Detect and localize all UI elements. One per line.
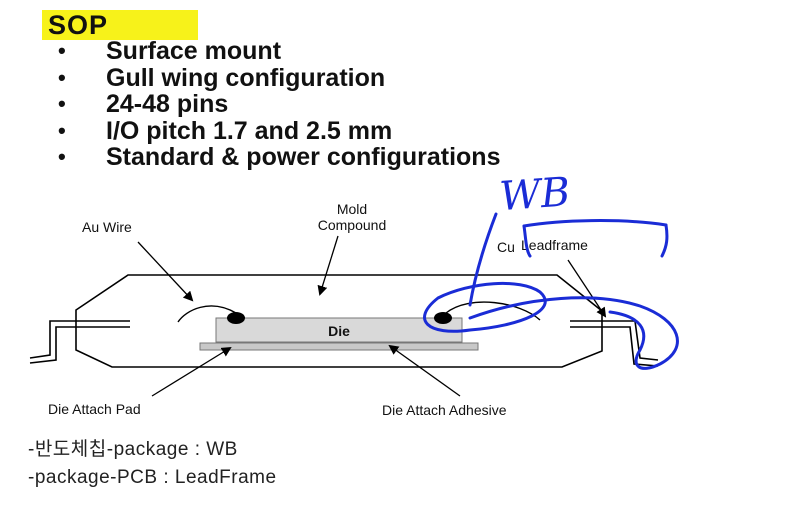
bullet-dot-icon: • xyxy=(58,117,66,143)
left-lead xyxy=(29,320,130,359)
mold-compound-body xyxy=(75,274,603,368)
bullet-list: •Surface mount •Gull wing configuration … xyxy=(50,38,500,171)
right-lead-inner xyxy=(570,326,659,367)
sop-package-diagram: Die Au Wire Mold Compound Cu Leadframe D… xyxy=(29,170,679,418)
handwritten-wb-label: WB xyxy=(498,170,572,220)
mold-label-line2: Compound xyxy=(318,217,387,233)
bullet-dot-icon: • xyxy=(58,144,66,169)
au-wire-left xyxy=(177,305,237,323)
bullet-dot-icon: • xyxy=(58,64,66,90)
bullet-item: •Gull wing configuration xyxy=(58,63,386,92)
bond-pad-right xyxy=(434,312,452,324)
au-wire-arrow xyxy=(137,241,194,302)
title-highlight xyxy=(42,10,198,40)
right-lead xyxy=(570,320,659,361)
leadframe-label: Leadframe xyxy=(521,237,588,253)
leadframe-arrow xyxy=(567,259,607,318)
cu-label: Cu xyxy=(497,239,515,255)
die-attach-pad-arrow xyxy=(151,346,232,397)
mold-arrow xyxy=(317,235,339,296)
die-attach-pad xyxy=(199,342,479,351)
bond-pad-left xyxy=(227,312,245,324)
die-attach-adhesive-label: Die Attach Adhesive xyxy=(382,402,507,418)
left-lead-inner xyxy=(29,326,130,364)
note-line-1: -반도체칩-package : WB xyxy=(28,439,238,460)
bullet-item: •Surface mount xyxy=(58,37,282,65)
bullet-item: •I/O pitch 1.7 and 2.5 mm xyxy=(58,116,393,145)
die-attach-pad-label: Die Attach Pad xyxy=(48,401,141,417)
slide-title: SOP xyxy=(48,10,109,40)
die-label: Die xyxy=(328,323,350,339)
bullet-item: •Standard & power configurations xyxy=(58,143,501,171)
bullet-dot-icon: • xyxy=(58,38,66,63)
slide-title-wrap: SOP xyxy=(42,6,198,44)
handwritten-annotations: WB xyxy=(423,170,679,370)
bullet-dot-icon: • xyxy=(58,91,66,116)
die-attach-adhesive-arrow xyxy=(388,344,461,397)
mold-label-line1: Mold xyxy=(337,201,367,217)
bullet-item: •24-48 pins xyxy=(58,90,229,118)
au-wire-label: Au Wire xyxy=(82,219,132,235)
note-line-2: -package-PCB : LeadFrame xyxy=(28,467,277,488)
